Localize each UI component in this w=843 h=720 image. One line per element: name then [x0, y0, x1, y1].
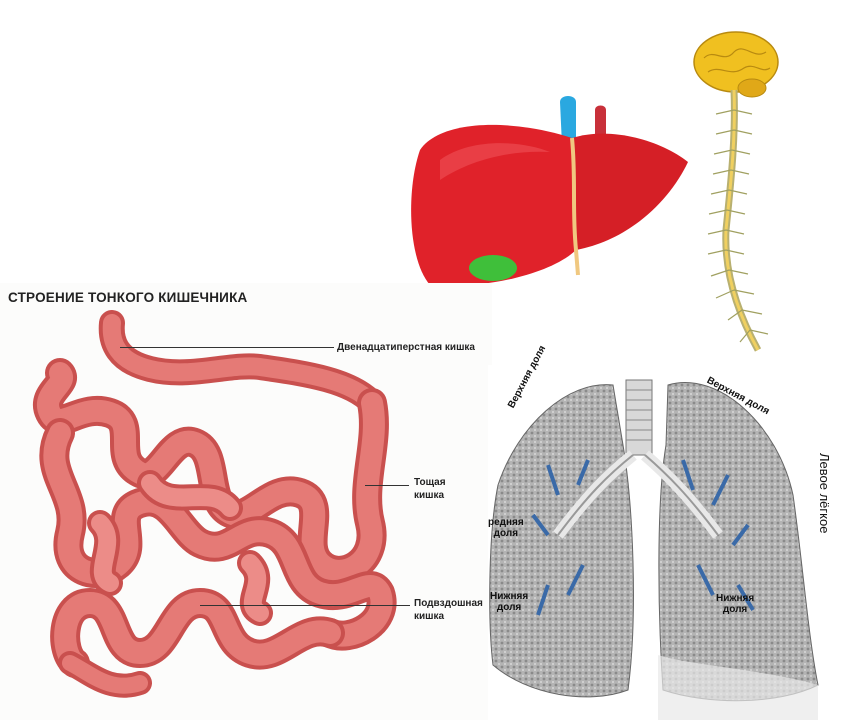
middle-lobe-label-line1: редняя: [488, 517, 524, 528]
brain-spinal-cord-image: [693, 31, 779, 352]
right-lower-lobe-label-line2: доля: [496, 602, 522, 613]
pulmonary-vessels: [531, 459, 755, 616]
brain: [693, 31, 779, 93]
liver-left-lobe: [572, 133, 688, 250]
left-lower-lobe-label-line2: доля: [722, 604, 748, 615]
left-lung: [658, 382, 819, 702]
trachea: [625, 379, 653, 456]
ileum-label: Подвздошная кишка: [414, 597, 483, 623]
nervous-system-illustration: [670, 20, 790, 360]
left-lower-lobe-label: Нижняя доля: [716, 593, 754, 615]
spinal-cord: [722, 89, 762, 352]
ileum-label-line2: кишка: [414, 611, 445, 622]
jejunum-label: Тощая кишка: [414, 476, 446, 502]
duodenum-label: Двенадцатиперстная кишка: [337, 342, 475, 353]
left-lower-lobe-label-line1: Нижняя: [716, 593, 755, 604]
right-lower-lobe-label: Нижняя доля: [490, 591, 528, 613]
duodenum-leader-line: [120, 347, 334, 348]
jejunum-leader-line: [365, 485, 409, 486]
liver-image: [411, 96, 688, 286]
intestine-title: СТРОЕНИЕ ТОНКОГО КИШЕЧНИКА: [8, 290, 248, 305]
intestine-image: [33, 310, 397, 698]
left-lung-title: Левое лёгкое: [817, 453, 832, 534]
middle-lobe-label-line2: доля: [493, 528, 519, 539]
ileum-label-line1: Подвздошная: [414, 598, 483, 609]
ileum-leader-line: [200, 605, 410, 606]
middle-lobe-label: редняя доля: [488, 517, 524, 539]
small-intestine-diagram: СТРОЕНИЕ ТОНКОГО КИШЕЧНИКА Двенадцатипер…: [0, 283, 492, 720]
lungs-image: [489, 379, 819, 720]
right-lower-lobe-label-line1: Нижняя: [490, 591, 529, 602]
gallbladder: [469, 255, 517, 281]
jejunum-label-line2: кишка: [414, 490, 445, 501]
liver-illustration: [400, 90, 690, 295]
spinal-nerves: [707, 109, 769, 343]
lungs-diagram: Верхняя доля Верхняя доля редняя доля Ни…: [488, 344, 843, 720]
jejunum-label-line1: Тощая: [414, 477, 446, 488]
hepatic-vein-blue: [560, 96, 576, 145]
right-lung: [489, 384, 634, 698]
falciform-ligament: [570, 137, 580, 276]
